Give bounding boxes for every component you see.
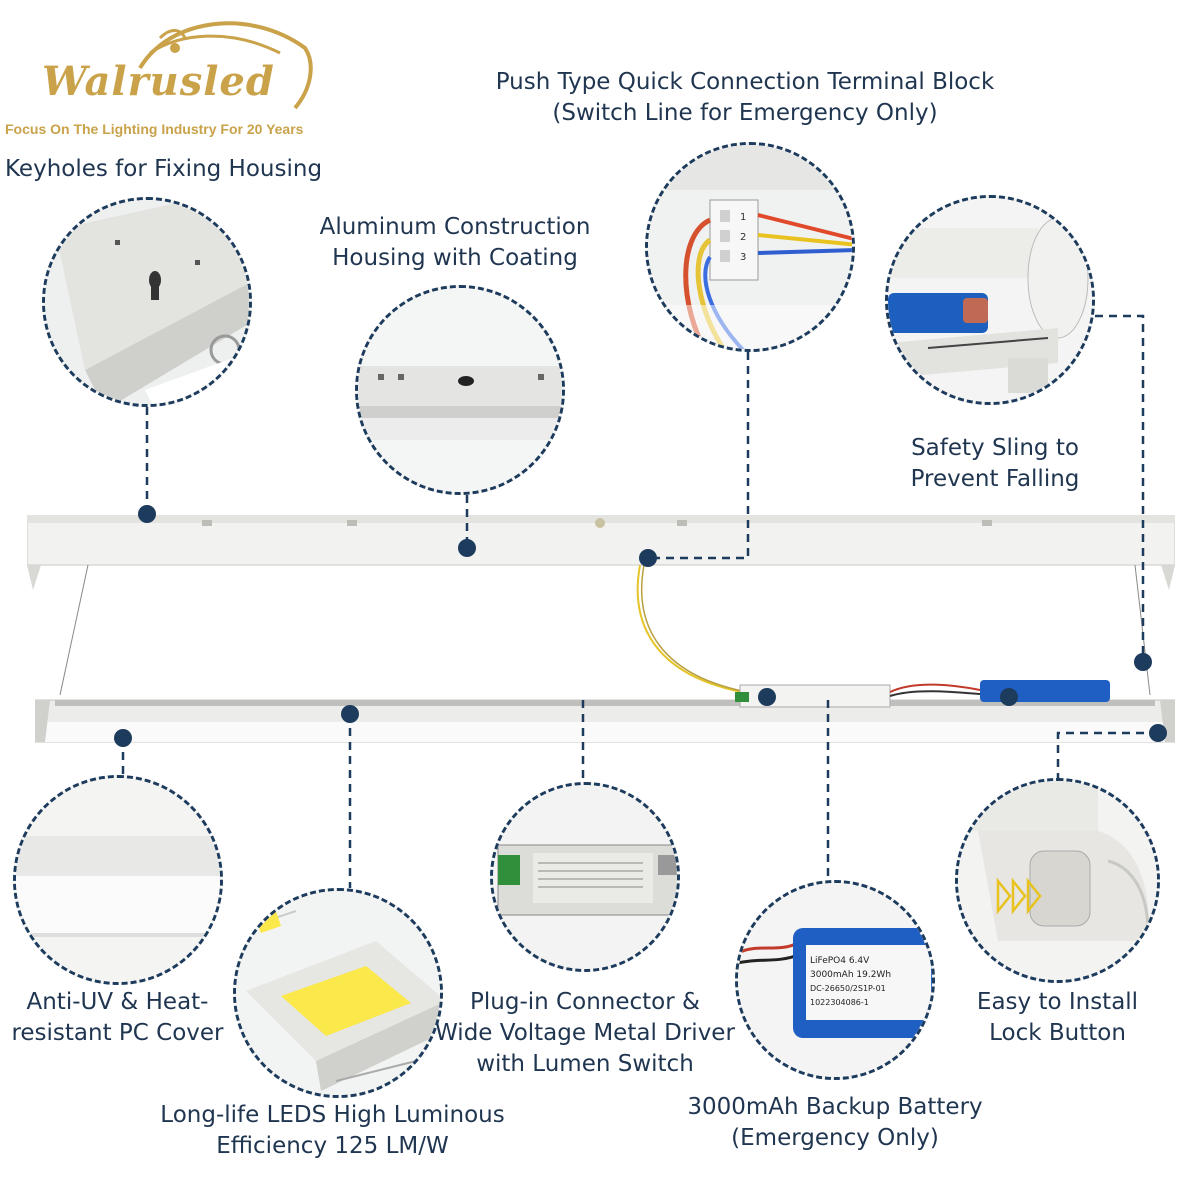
fixture-housing-image: [27, 515, 1175, 590]
aluminum-callout-dot: [458, 539, 476, 557]
battery-label-line4: 1022304086-1: [810, 998, 869, 1007]
walrus-emblem-icon: [138, 21, 313, 110]
terminal-callout-dot: [639, 549, 657, 567]
terminal-number-1: 1: [740, 212, 746, 223]
terminal-number-2: 2: [740, 232, 746, 243]
safety-sling-label: Safety Sling to Prevent Falling: [910, 435, 1080, 492]
brand-name: Walrusled: [42, 58, 275, 105]
leds-circle: [233, 888, 443, 1098]
battery-callout-dot: [1000, 688, 1018, 706]
safety-sling-circle: [885, 195, 1095, 405]
housing-section-image: [358, 288, 562, 492]
pc-cover-callout-dot: [114, 729, 132, 747]
terminal-block-label: Push Type Quick Connection Terminal Bloc…: [495, 69, 995, 126]
aluminum-housing-label: Aluminum Construction Housing with Coati…: [319, 214, 591, 271]
keyhole-callout-dot: [138, 505, 156, 523]
battery-circle: LiFePO4 6.4V 3000mAh 19.2Wh DC-26650/2S1…: [735, 880, 935, 1080]
aluminum-housing-circle: [355, 285, 565, 495]
safety-sling-image: [888, 198, 1092, 402]
led-module-image: [236, 891, 440, 1095]
battery-label-line1: LiFePO4 6.4V: [810, 956, 870, 966]
driver-callout-dot: [758, 688, 776, 706]
sling-callout-dot: [1134, 653, 1152, 671]
lock-button-image: [958, 781, 1157, 980]
battery-image: LiFePO4 6.4V 3000mAh 19.2Wh DC-26650/2S1…: [738, 883, 932, 1077]
terminal-block-circle: 1 2 3: [645, 142, 855, 352]
leds-callout-dot: [341, 705, 359, 723]
terminal-number-3: 3: [740, 252, 746, 263]
lock-callout-dot: [1149, 724, 1167, 742]
keyhole-housing-image: [45, 200, 249, 404]
fixture-housing: [27, 515, 1175, 590]
leds-label: Long-life LEDS High Luminous Efficiency …: [160, 1102, 505, 1159]
sling-wires: [59, 564, 1151, 696]
driver-image: [493, 785, 677, 969]
lock-button-label: Easy to Install Lock Button: [976, 989, 1139, 1046]
battery-label: 3000mAh Backup Battery (Emergency Only): [687, 1094, 983, 1151]
driver-circle: [490, 782, 680, 972]
driver-label: Plug-in Connector & Wide Voltage Metal D…: [435, 989, 735, 1077]
keyholes-label: Keyholes for Fixing Housing: [5, 156, 323, 182]
battery-label-line3: DC-26650/2S1P-01: [810, 984, 886, 993]
pc-cover-circle: [13, 775, 223, 985]
keyhole-detail-circle: [42, 197, 252, 407]
battery-label-line2: 3000mAh 19.2Wh: [810, 970, 891, 980]
lock-button-circle: [955, 778, 1160, 983]
pc-cover-label: Anti-UV & Heat- resistant PC Cover: [11, 989, 224, 1046]
brand-tagline: Focus On The Lighting Industry For 20 Ye…: [5, 121, 304, 137]
pc-cover-image: [16, 778, 220, 982]
